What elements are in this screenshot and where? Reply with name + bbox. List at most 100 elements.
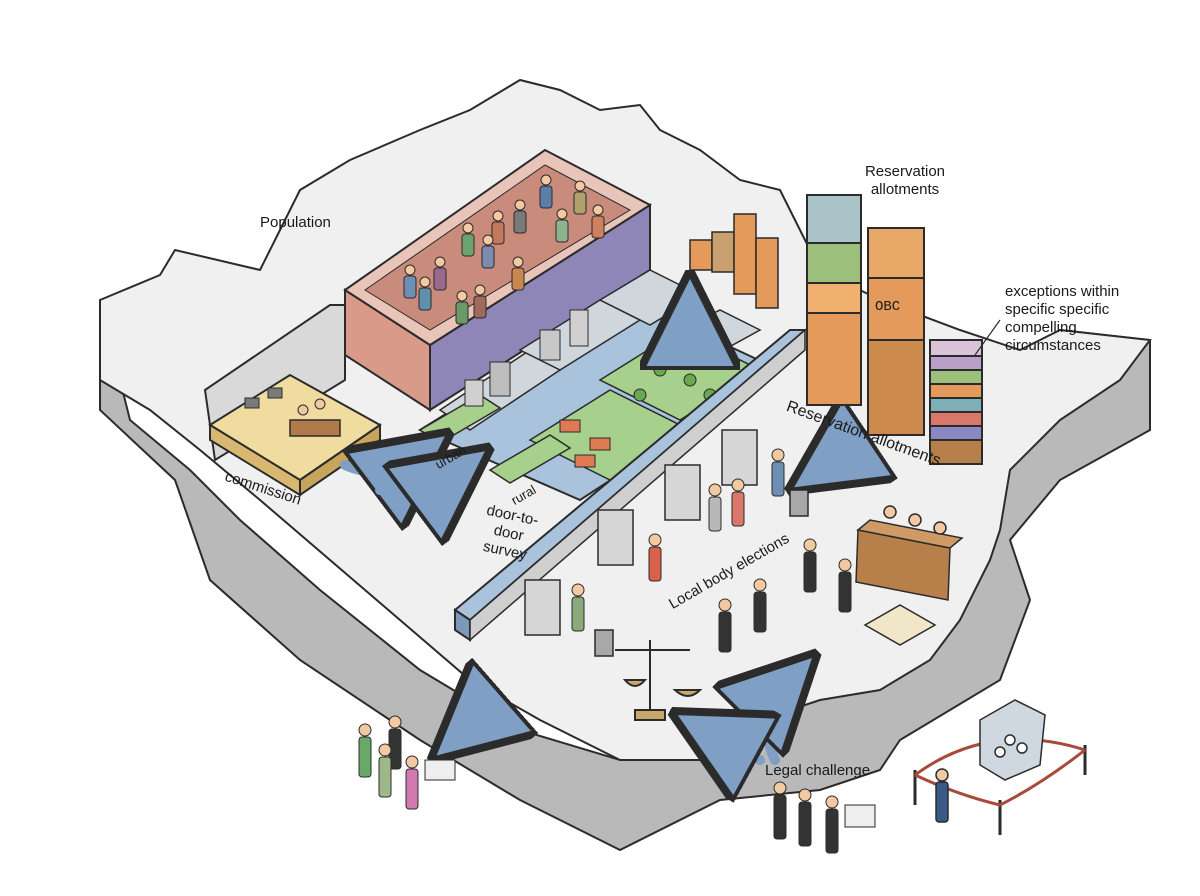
commission-platform — [203, 304, 382, 497]
building-icon — [539, 329, 561, 361]
person-icon — [433, 256, 447, 291]
tower-segment — [929, 369, 983, 385]
commission-desk — [289, 419, 341, 437]
small-bar — [755, 237, 779, 309]
lawyer-icon — [838, 558, 852, 613]
voting-booth — [721, 429, 758, 486]
tower-segment — [806, 312, 862, 406]
voter-icon — [771, 448, 785, 497]
person-icon — [555, 208, 569, 243]
tower-segment — [929, 355, 983, 371]
voter-icon — [731, 478, 745, 527]
lawyer-icon — [773, 781, 787, 840]
judge-icon — [908, 513, 922, 527]
exceptions-label: exceptions within specific specific comp… — [1005, 283, 1120, 354]
citizen-icon — [378, 743, 392, 798]
reservation-towers — [806, 194, 983, 465]
person-icon — [403, 264, 417, 299]
judge-icon — [933, 521, 947, 535]
person-icon — [418, 276, 432, 311]
book-icon — [863, 604, 937, 646]
lawyer-icon — [753, 578, 767, 633]
house-icon — [559, 419, 581, 433]
tower-segment — [929, 339, 983, 357]
court-bench — [855, 505, 964, 646]
bench-top — [856, 519, 964, 549]
tower-segment — [929, 397, 983, 413]
house-icon — [589, 437, 611, 451]
citizen-icon — [405, 755, 419, 810]
scales-icon — [615, 640, 703, 721]
lawyer-icon — [803, 538, 817, 593]
lawyer-icon — [718, 598, 732, 653]
small-bar — [733, 213, 757, 295]
official-icon — [297, 404, 309, 416]
computer-icon — [244, 397, 260, 409]
voter-icon — [708, 483, 722, 532]
arrow-legal-left — [705, 730, 760, 760]
building-icon — [569, 309, 589, 347]
building-icon — [489, 361, 511, 397]
flow-arrows — [340, 310, 850, 760]
person-icon — [513, 199, 527, 234]
population-people — [403, 174, 605, 325]
document-stack-icon — [424, 759, 456, 781]
tower-segment — [929, 383, 983, 399]
lottery-area — [913, 699, 1087, 835]
tower-segment — [806, 242, 862, 284]
voting-booths — [524, 429, 809, 657]
citizen-icon — [358, 723, 372, 778]
small-bars — [689, 213, 779, 309]
person-icon — [591, 204, 605, 239]
tower-segment — [867, 339, 925, 436]
reservation-title-label: Reservation allotments — [864, 163, 946, 198]
arrow-to-reservation — [820, 450, 850, 470]
person-icon — [455, 290, 469, 325]
person-icon — [481, 234, 495, 269]
person-icon — [935, 768, 949, 823]
lawyer-icon — [825, 795, 839, 854]
person-icon — [539, 174, 553, 209]
person-icon — [491, 210, 505, 245]
causeway — [453, 328, 808, 642]
person-icon — [461, 222, 475, 257]
tree-icon — [633, 388, 647, 402]
legal-challenge-label: Legal challenge — [765, 762, 871, 779]
rural-label-strip — [488, 434, 572, 484]
arrow-to-left-group — [460, 700, 500, 735]
computer-icon — [267, 387, 283, 399]
person-icon — [573, 180, 587, 215]
building-icon — [464, 379, 484, 407]
voter-icon — [571, 583, 585, 632]
judge-icon — [883, 505, 897, 519]
tower-segment — [929, 425, 983, 441]
small-bar — [689, 239, 713, 271]
exceptions-leader-line — [974, 319, 1001, 356]
causeway-wall — [469, 328, 806, 642]
population-label: Population — [260, 214, 331, 231]
official-icon — [314, 398, 326, 410]
tower-segment — [867, 277, 925, 341]
tower-segment — [867, 227, 925, 279]
voting-booth — [597, 509, 634, 566]
tower-segment — [806, 282, 862, 314]
tower-segment — [806, 194, 862, 244]
lottery-drum-icon — [979, 699, 1046, 781]
tree-icon — [683, 373, 697, 387]
obc-label: OBC — [875, 299, 901, 315]
lawyer-icon — [798, 788, 812, 847]
voting-booth — [664, 464, 701, 521]
tree-icon — [653, 363, 667, 377]
population-box-floor — [364, 164, 632, 331]
person-icon — [473, 284, 487, 319]
tower-segment — [929, 411, 983, 427]
house-icon — [574, 454, 596, 468]
document-stack-icon — [844, 804, 876, 828]
tower-segment — [929, 439, 983, 465]
voter-icon — [648, 533, 662, 582]
ballot-box — [789, 489, 809, 517]
voting-booth — [524, 579, 561, 636]
arrow-commission-to-grid-2 — [375, 470, 460, 491]
